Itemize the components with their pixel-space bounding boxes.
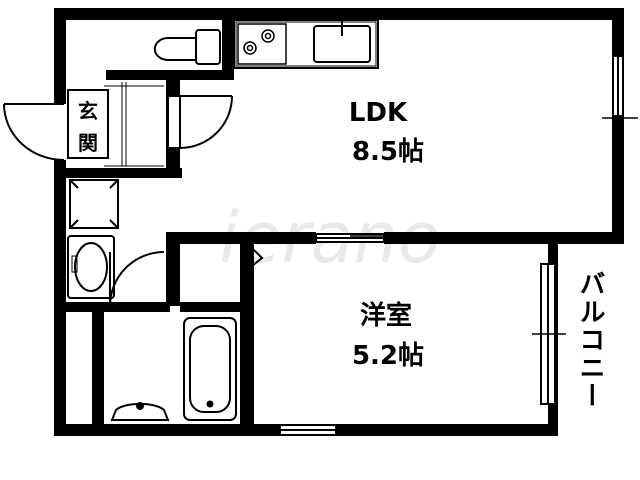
kitchen-counter	[233, 19, 379, 69]
ldk-size: 8.5帖	[352, 137, 424, 167]
entrance-label-top: 玄	[78, 99, 98, 123]
balcony-label: バルコニー	[575, 270, 605, 410]
small-basin-icon	[110, 402, 170, 421]
sink-icon	[313, 20, 371, 63]
ldk-name: LDK	[349, 98, 408, 128]
shoe-box	[67, 89, 109, 159]
western-room-size: 5.2帖	[352, 341, 424, 371]
doors	[3, 95, 264, 311]
western-room-name: 洋室	[360, 300, 412, 331]
windows	[279, 55, 638, 436]
stove-icon	[237, 23, 287, 65]
entrance-step	[104, 82, 164, 167]
wash-basin-icon	[67, 235, 115, 299]
outer-walls	[54, 8, 624, 436]
sliding-door	[315, 233, 410, 243]
washer-icon	[69, 179, 119, 229]
bathtub-icon	[183, 317, 237, 421]
toilet-icon	[153, 29, 221, 65]
entrance-label-bottom: 関	[78, 131, 98, 155]
